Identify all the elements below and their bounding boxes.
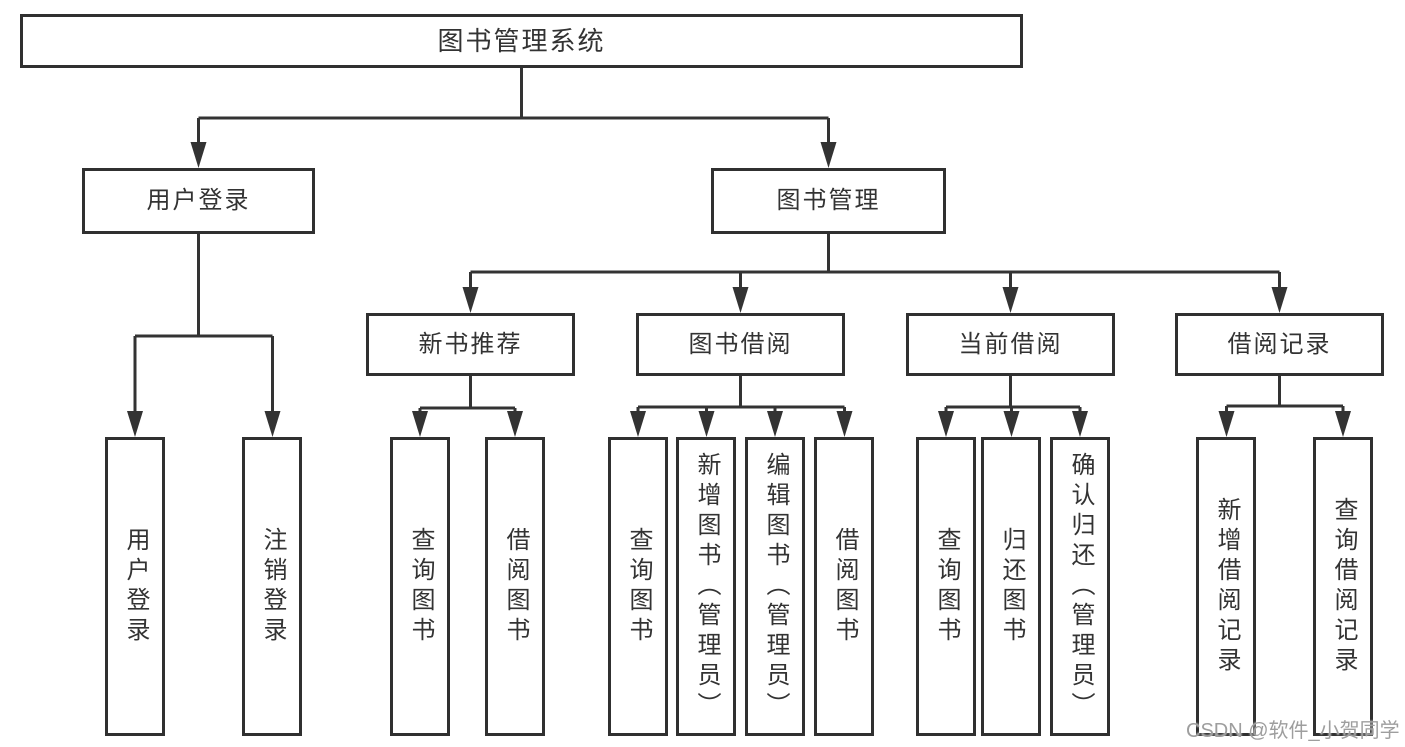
arrowhead [1335, 411, 1351, 437]
node-label: 新增借阅记录 [1213, 496, 1240, 677]
node-label: 新书推荐 [418, 330, 523, 358]
node-label: 当前借阅 [958, 330, 1063, 358]
node-user-login: 用户登录 [82, 168, 315, 234]
leaf-edit-book-admin: 编辑图书（管理员） [745, 437, 805, 736]
edge-book-borrow-to-leaves [630, 376, 853, 437]
leaf-borrow-books-recommend: 借阅图书 [485, 437, 545, 736]
leaf-add-borrow-record: 新增借阅记录 [1196, 437, 1256, 736]
arrowhead [836, 411, 853, 437]
leaf-query-borrow-record: 查询借阅记录 [1313, 437, 1373, 736]
arrowhead [630, 411, 646, 437]
arrowhead [732, 287, 749, 313]
arrowhead [820, 142, 837, 168]
node-label: 图书管理系统 [437, 26, 606, 56]
arrowhead [1218, 411, 1235, 437]
node-root-system: 图书管理系统 [20, 14, 1023, 68]
node-label: 查询借阅记录 [1330, 496, 1357, 677]
leaf-return-books: 归还图书 [981, 437, 1041, 736]
arrowhead [462, 287, 479, 313]
node-current-borrow: 当前借阅 [906, 313, 1115, 376]
leaf-query-books-recommend: 查询图书 [390, 437, 450, 736]
node-book-management: 图书管理 [711, 168, 946, 234]
node-borrow-records: 借阅记录 [1175, 313, 1384, 376]
node-label: 图书管理 [776, 187, 881, 214]
node-label: 查询图书 [933, 526, 960, 647]
leaf-confirm-return-admin: 确认归还（管理员） [1050, 437, 1110, 736]
arrowhead [412, 411, 428, 437]
node-label: 归还图书 [998, 526, 1025, 647]
edge-book-management-to-sections [462, 234, 1288, 313]
leaf-query-books-borrow: 查询图书 [608, 437, 668, 736]
csdn-watermark: CSDN @软件_小贺同学 [1186, 720, 1400, 742]
leaf-user-login: 用户登录 [105, 437, 165, 736]
node-label: 编辑图书（管理员） [762, 451, 789, 722]
node-label: 用户登录 [146, 187, 251, 214]
edge-new-book-recommend-to-leaves [412, 376, 523, 437]
arrowhead [190, 142, 207, 168]
node-label: 借阅图书 [502, 526, 529, 647]
edge-current-borrow-to-leaves [938, 376, 1088, 437]
leaf-add-book-admin: 新增图书（管理员） [676, 437, 736, 736]
arrowhead [698, 411, 715, 437]
node-label: 借阅图书 [831, 526, 858, 647]
arrowhead [264, 411, 281, 437]
node-label: 借阅记录 [1227, 330, 1332, 358]
node-label: 用户登录 [122, 526, 149, 647]
arrowhead [1003, 411, 1020, 437]
node-label: 新增图书（管理员） [693, 451, 720, 722]
leaf-logout: 注销登录 [242, 437, 302, 736]
arrowhead [1271, 287, 1288, 313]
arrowhead [507, 411, 523, 437]
node-new-book-recommend: 新书推荐 [366, 313, 575, 376]
arrowhead [127, 411, 143, 437]
arrowhead [938, 411, 954, 437]
leaf-query-books-current: 查询图书 [916, 437, 976, 736]
node-label: 查询图书 [625, 526, 652, 647]
node-label: 注销登录 [259, 526, 286, 647]
edge-user-login-to-leaves [127, 234, 281, 437]
arrowhead [1072, 411, 1088, 437]
arrowhead [767, 411, 783, 437]
node-label: 查询图书 [407, 526, 434, 647]
arrowhead [1002, 287, 1019, 313]
node-label: 确认归还（管理员） [1067, 451, 1094, 722]
leaf-borrow-books: 借阅图书 [814, 437, 874, 736]
node-label: 图书借阅 [688, 330, 793, 358]
edge-root-to-level2 [190, 68, 837, 168]
node-book-borrow: 图书借阅 [636, 313, 845, 376]
edge-borrow-records-to-leaves [1218, 376, 1351, 437]
